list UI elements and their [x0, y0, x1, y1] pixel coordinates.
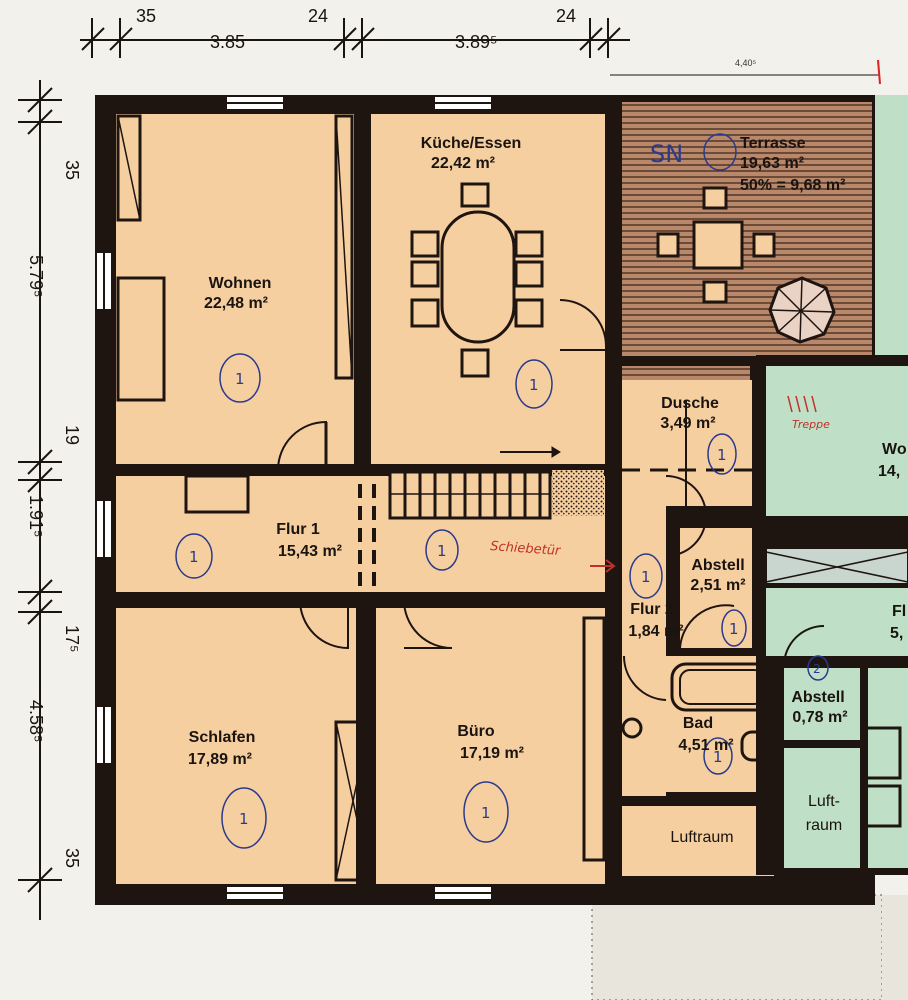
- mark-abstell2: 2: [813, 662, 821, 676]
- room-dusche-area: 3,49 m²: [660, 415, 715, 432]
- terrace-furniture: [656, 186, 836, 344]
- circle-marks: [175, 133, 829, 849]
- room-fl-partial-area: 5,: [890, 625, 903, 642]
- room-flur2-name: Flur 2: [630, 601, 674, 618]
- room-bad-area: 4,51 m²: [678, 737, 733, 754]
- windows: [95, 95, 493, 901]
- dim-top-2: 3.85: [210, 32, 245, 52]
- dim-left-6: 4.58⁵: [26, 700, 46, 743]
- room-wo-partial-area: 14,: [878, 463, 900, 480]
- room-abstell-name: Abstell: [691, 557, 744, 574]
- mark-dusche: 1: [717, 446, 727, 464]
- mark-schlafen: 1: [239, 810, 249, 828]
- note-schiebetuer: Schiebetür: [490, 539, 563, 559]
- room-kueche-area: 22,42 m²: [431, 155, 495, 172]
- dim-left-1: 35: [62, 160, 82, 180]
- room-terrasse-name: Terrasse: [740, 135, 806, 152]
- room-luftraum-name: Luftraum: [670, 829, 733, 846]
- dimension-chain-left: [18, 80, 62, 920]
- dim-left-2: 5.79⁵: [26, 255, 46, 298]
- dim-top-4: 3.89⁵: [455, 32, 498, 52]
- room-fl-partial-name: Fl: [892, 603, 906, 620]
- room-buero-name: Büro: [457, 723, 495, 740]
- room-schlafen-area: 17,89 m²: [188, 751, 252, 768]
- room-dusche-name: Dusche: [661, 395, 719, 412]
- room-schlafen-name: Schlafen: [189, 729, 256, 746]
- mark-flur1-b: 1: [437, 542, 447, 560]
- room-flur1-name: Flur 1: [276, 521, 320, 538]
- room-luftraum2-line2: raum: [806, 817, 842, 834]
- stairs: [388, 446, 604, 520]
- room-flur2-area: 1,84 m²: [628, 623, 683, 640]
- room-abstell2-name: Abstell: [791, 689, 844, 706]
- mark-flur2: 1: [641, 568, 651, 586]
- room-kueche-name: Küche/Essen: [421, 135, 521, 152]
- dim-left-7: 35: [62, 848, 82, 868]
- room-flur1-area: 15,43 m²: [278, 543, 342, 560]
- dim-top-small: 4,40⁵: [735, 58, 757, 68]
- room-wohnen-area: 22,48 m²: [204, 295, 268, 312]
- dimension-chain-top: [80, 18, 880, 76]
- mark-flur1-a: 1: [189, 548, 199, 566]
- mark-kueche: 1: [529, 376, 539, 394]
- mark-buero: 1: [481, 804, 491, 822]
- terrace-mark: SN: [650, 140, 683, 168]
- room-bad-name: Bad: [683, 715, 713, 732]
- dim-top-5: 24: [556, 6, 576, 26]
- room-buero-area: 17,19 m²: [460, 745, 524, 762]
- dim-left-3: 19: [62, 425, 82, 445]
- mark-bad: 1: [713, 748, 723, 766]
- dim-left-4: 1.91⁵: [26, 495, 46, 538]
- room-wohnen-name: Wohnen: [209, 275, 272, 292]
- mark-wohnen: 1: [235, 370, 245, 388]
- room-terrasse-area: 19,63 m²: [740, 155, 804, 172]
- room-abstell2-area: 0,78 m²: [792, 709, 847, 726]
- dim-top-3: 24: [308, 6, 328, 26]
- dim-top-1: 35: [136, 6, 156, 26]
- dim-left-5: 17⁵: [62, 625, 82, 652]
- furniture: [116, 114, 902, 882]
- mark-abstell: 1: [729, 620, 739, 638]
- room-luftraum2-line1: Luft-: [808, 793, 840, 810]
- note-treppe: Treppe: [792, 418, 830, 431]
- room-wo-partial-name: Wo: [882, 441, 907, 458]
- room-abstell-area: 2,51 m²: [690, 577, 745, 594]
- room-terrasse-note: 50% = 9,68 m²: [740, 177, 845, 194]
